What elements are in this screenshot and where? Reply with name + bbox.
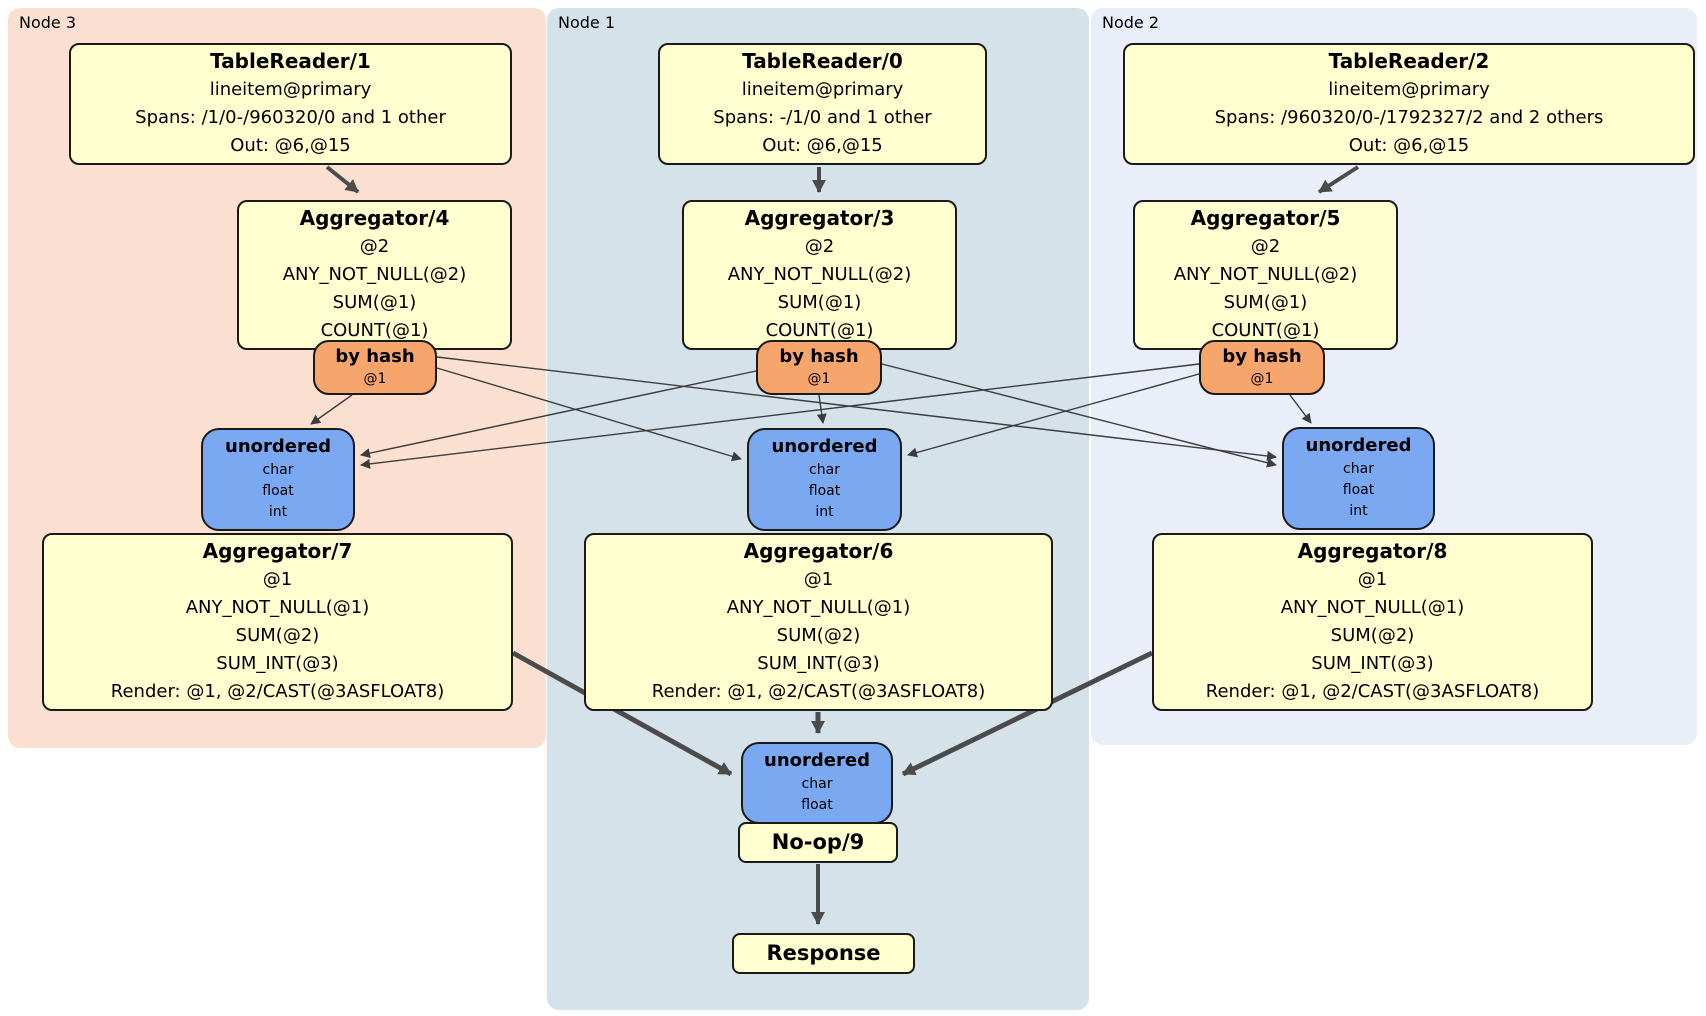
- processor-detail: Out: @6,@15: [762, 135, 883, 156]
- node-region-label: Node 1: [558, 13, 616, 32]
- aggregator-box: Aggregator/7 @1 ANY_NOT_NULL(@1) SUM(@2)…: [42, 533, 513, 711]
- aggregator-box: Aggregator/5 @2 ANY_NOT_NULL(@2) SUM(@1)…: [1133, 200, 1398, 350]
- processor-detail: Spans: -/1/0 and 1 other: [713, 107, 932, 128]
- processor-detail: SUM(@2): [1330, 625, 1415, 646]
- processor-detail: SUM(@1): [777, 292, 862, 313]
- sync-column: float: [801, 797, 833, 813]
- response-box: Response: [732, 933, 915, 974]
- router-key: @1: [807, 371, 831, 387]
- processor-detail: @2: [1250, 236, 1281, 257]
- unordered-sync-final: unordered char float: [741, 742, 893, 824]
- processor-detail: Spans: /960320/0-/1792327/2 and 2 others: [1214, 107, 1604, 128]
- processor-detail: ANY_NOT_NULL(@2): [282, 264, 467, 285]
- router-key: @1: [1250, 371, 1274, 387]
- router-key: @1: [363, 371, 387, 387]
- processor-title: Aggregator/8: [1297, 539, 1448, 563]
- sync-column: char: [1343, 461, 1374, 477]
- processor-detail: COUNT(@1): [765, 320, 874, 341]
- sync-column: char: [262, 462, 294, 478]
- noop-box: No-op/9: [738, 822, 898, 863]
- processor-detail: lineitem@primary: [741, 79, 904, 100]
- processor-title: Aggregator/3: [744, 206, 895, 230]
- sync-column: char: [809, 462, 840, 478]
- sync-title: unordered: [225, 436, 331, 457]
- processor-detail: Out: @6,@15: [230, 135, 351, 156]
- processor-title: Aggregator/4: [299, 206, 450, 230]
- unordered-sync: unordered char float int: [1282, 427, 1435, 530]
- processor-detail: SUM_INT(@3): [1311, 653, 1434, 674]
- processor-title: TableReader/2: [1328, 49, 1490, 73]
- processor-detail: lineitem@primary: [209, 79, 372, 100]
- processor-title: Aggregator/5: [1190, 206, 1341, 230]
- router-title: by hash: [779, 346, 859, 367]
- processor-detail: COUNT(@1): [1211, 320, 1320, 341]
- processor-title: TableReader/1: [210, 49, 371, 73]
- sync-title: unordered: [764, 750, 870, 771]
- router-title: by hash: [335, 346, 415, 367]
- aggregator-box: Aggregator/6 @1 ANY_NOT_NULL(@1) SUM(@2)…: [584, 533, 1053, 711]
- unordered-sync: unordered char float int: [201, 428, 355, 531]
- sync-column: int: [815, 504, 834, 520]
- processor-detail: SUM_INT(@3): [757, 653, 880, 674]
- router-title: by hash: [1222, 346, 1302, 367]
- hash-router: by hash @1: [313, 340, 437, 395]
- sync-title: unordered: [1305, 435, 1412, 456]
- processor-detail: @2: [804, 236, 835, 257]
- sync-column: int: [1349, 503, 1368, 519]
- processor-detail: SUM(@2): [776, 625, 861, 646]
- processor-detail: Render: @1, @2/CAST(@3ASFLOAT8): [1205, 681, 1540, 702]
- processor-detail: COUNT(@1): [320, 320, 429, 341]
- processor-detail: SUM(@1): [332, 292, 417, 313]
- processor-title: Response: [766, 941, 881, 965]
- processor-detail: Out: @6,@15: [1348, 135, 1470, 156]
- processor-detail: @1: [803, 569, 834, 590]
- processor-detail: @2: [359, 236, 390, 257]
- unordered-sync: unordered char float int: [747, 428, 902, 531]
- processor-detail: SUM(@2): [235, 625, 320, 646]
- processor-detail: @1: [262, 569, 293, 590]
- processor-title: Aggregator/6: [743, 539, 894, 563]
- aggregator-box: Aggregator/4 @2 ANY_NOT_NULL(@2) SUM(@1)…: [237, 200, 512, 350]
- hash-router: by hash @1: [1199, 340, 1325, 395]
- processor-detail: Spans: /1/0-/960320/0 and 1 other: [135, 107, 446, 128]
- processor-detail: Render: @1, @2/CAST(@3ASFLOAT8): [110, 681, 445, 702]
- hash-router: by hash @1: [756, 340, 882, 395]
- sync-column: char: [801, 776, 833, 792]
- processor-detail: lineitem@primary: [1328, 79, 1490, 100]
- processor-detail: ANY_NOT_NULL(@1): [185, 597, 370, 618]
- table-reader-box: TableReader/0 lineitem@primary Spans: -/…: [658, 43, 987, 165]
- processor-detail: ANY_NOT_NULL(@2): [1173, 264, 1358, 285]
- processor-detail: ANY_NOT_NULL(@1): [1280, 597, 1465, 618]
- node-region-label: Node 2: [1102, 13, 1160, 32]
- processor-detail: ANY_NOT_NULL(@2): [727, 264, 912, 285]
- processor-detail: Render: @1, @2/CAST(@3ASFLOAT8): [651, 681, 986, 702]
- sync-column: int: [268, 504, 288, 520]
- sync-column: float: [808, 483, 841, 499]
- sync-column: float: [262, 483, 294, 499]
- processor-title: No-op/9: [771, 830, 865, 854]
- aggregator-box: Aggregator/8 @1 ANY_NOT_NULL(@1) SUM(@2)…: [1152, 533, 1593, 711]
- sync-title: unordered: [771, 436, 878, 457]
- processor-detail: ANY_NOT_NULL(@1): [726, 597, 911, 618]
- node-region-label: Node 3: [19, 13, 77, 32]
- processor-detail: SUM_INT(@3): [216, 653, 339, 674]
- table-reader-box: TableReader/1 lineitem@primary Spans: /1…: [69, 43, 512, 165]
- processor-detail: SUM(@1): [1223, 292, 1308, 313]
- processor-title: Aggregator/7: [202, 539, 353, 563]
- processor-detail: @1: [1357, 569, 1388, 590]
- table-reader-box: TableReader/2 lineitem@primary Spans: /9…: [1123, 43, 1695, 165]
- aggregator-box: Aggregator/3 @2 ANY_NOT_NULL(@2) SUM(@1)…: [682, 200, 957, 350]
- processor-title: TableReader/0: [742, 49, 903, 73]
- sync-column: float: [1342, 482, 1375, 498]
